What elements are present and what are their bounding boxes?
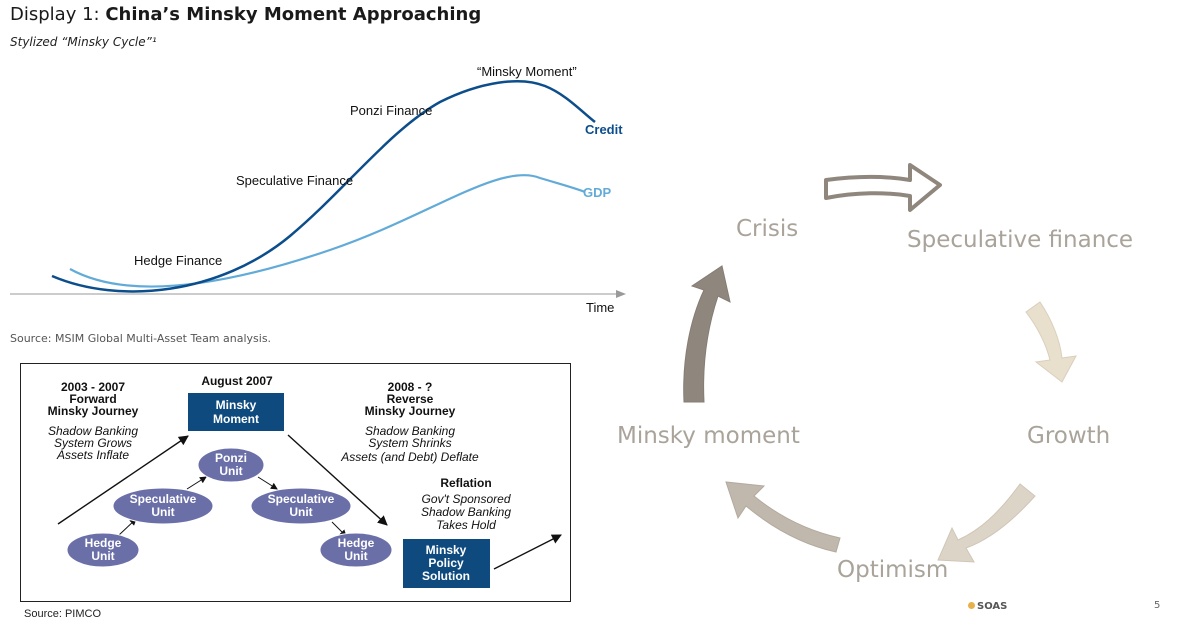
hedge-unit-left: Hedge Unit — [66, 532, 140, 568]
reverse-journey-notes: Shadow Banking System Shrinks Assets (an… — [340, 424, 479, 464]
cycle-label-optimism: Optimism — [837, 557, 949, 583]
annotation-minsky-moment: “Minsky Moment” — [477, 64, 577, 79]
cycle-label-crisis: Crisis — [736, 216, 799, 242]
speculative-unit-left: Speculative Unit — [112, 487, 214, 525]
policy-solution-label-3: Solution — [422, 569, 470, 583]
soas-logo-icon — [968, 602, 975, 609]
series-label-credit: Credit — [585, 122, 623, 137]
policy-solution-label-2: Policy — [428, 556, 464, 570]
hedge-unit-right-label-2: Unit — [344, 549, 367, 563]
arrow-growth-to-optimism — [937, 483, 1036, 563]
source-msim: Source: MSIM Global Multi-Asset Team ana… — [10, 332, 272, 345]
hedge-unit-right-label-1: Hedge — [338, 536, 375, 550]
forward-journey-years: 2003 - 2007 — [61, 380, 125, 394]
policy-solution-box — [403, 539, 490, 588]
arrow-speculative-to-growth — [1025, 301, 1077, 383]
pimco-diagram-frame — [20, 363, 571, 602]
minsky-cycle-chart: Hedge Finance Speculative Finance Ponzi … — [10, 64, 626, 315]
cycle-label-speculative-finance: Speculative finance — [907, 227, 1134, 253]
hedge-unit-left-label-1: Hedge — [85, 536, 122, 550]
ponzi-to-speculative-arrow — [257, 476, 278, 490]
soas-logo: SOAS — [968, 601, 1007, 612]
hedge-unit-left-label-2: Unit — [91, 549, 114, 563]
reflation-arrow — [493, 534, 562, 570]
forward-journey-notes: Shadow Banking System Grows Assets Infla… — [48, 424, 138, 462]
minsky-moment-label-2: Moment — [213, 412, 259, 426]
reverse-journey-label: Reverse — [387, 392, 434, 406]
speculative-unit-left-label-1: Speculative — [130, 492, 197, 506]
ponzi-unit-label-2: Unit — [219, 464, 242, 478]
speculative-unit-right: Speculative Unit — [250, 487, 352, 525]
display-subtitle: Stylized “Minsky Cycle”¹ — [10, 35, 157, 49]
cycle-label-minsky-moment: Minsky moment — [617, 423, 800, 449]
cycle-label-growth: Growth — [1027, 423, 1111, 449]
display-title-text: China’s Minsky Moment Approaching — [105, 4, 482, 25]
reverse-journey-arrow — [287, 434, 388, 526]
reflation-note-2: Shadow Banking — [421, 505, 511, 519]
ponzi-unit: Ponzi Unit — [197, 447, 265, 483]
reflation-notes: Gov't Sponsored Shadow Banking Takes Hol… — [421, 492, 511, 532]
reverse-journey-years: 2008 - ? — [388, 380, 433, 394]
reverse-note-2: System Shrinks — [368, 436, 451, 450]
reverse-note-3: Assets (and Debt) Deflate — [340, 450, 479, 464]
forward-note-1: Shadow Banking — [48, 424, 138, 438]
source-pimco: Source: PIMCO — [24, 608, 102, 620]
forward-journey-label: Forward — [69, 392, 116, 406]
arrow-crisis-to-speculative — [824, 163, 942, 212]
reflation-title: Reflation — [440, 476, 491, 490]
ponzi-unit-label-1: Ponzi — [215, 451, 247, 465]
speculative-unit-right-label-2: Unit — [289, 505, 312, 519]
soas-logo-text: SOAS — [977, 601, 1008, 612]
forward-journey-arrow — [57, 435, 189, 525]
hedge-unit-right: Hedge Unit — [319, 532, 393, 568]
reflation-note-3: Takes Hold — [436, 518, 496, 532]
speculative-unit-left-label-2: Unit — [151, 505, 174, 519]
speculative-unit-right-label-1: Speculative — [268, 492, 335, 506]
gdp-line — [69, 174, 586, 288]
credit-line — [51, 80, 596, 293]
pimco-minsky-journey-diagram: 2003 - 2007 Forward Minsky Journey Shado… — [48, 374, 562, 588]
minsky-moment-box — [188, 393, 284, 431]
display-title: Display 1: China’s Minsky Moment Approac… — [10, 4, 481, 25]
forward-journey-sub: Minsky Journey — [48, 404, 139, 418]
minsky-moment-label-1: Minsky — [216, 398, 257, 412]
forward-note-2: System Grows — [54, 436, 132, 450]
annotation-ponzi-finance: Ponzi Finance — [350, 103, 432, 118]
series-label-gdp: GDP — [583, 185, 612, 200]
arrow-minsky-to-crisis — [683, 265, 731, 403]
arrow-optimism-to-minsky — [725, 481, 841, 553]
reverse-journey-sub: Minsky Journey — [365, 404, 456, 418]
display-prefix: Display 1: — [10, 4, 106, 25]
x-axis-arrow — [616, 290, 626, 298]
reverse-note-1: Shadow Banking — [365, 424, 455, 438]
annotation-speculative-finance: Speculative Finance — [236, 173, 353, 188]
annotation-hedge-finance: Hedge Finance — [134, 253, 222, 268]
hedge-to-speculative-arrow — [118, 518, 137, 536]
page-number: 5 — [1154, 600, 1161, 611]
forward-journey-title: 2003 - 2007 Forward Minsky Journey — [48, 380, 139, 418]
x-axis-label: Time — [586, 300, 614, 315]
forward-note-3: Assets Inflate — [56, 448, 129, 462]
reflation-note-1: Gov't Sponsored — [421, 492, 510, 506]
minsky-moment-date: August 2007 — [201, 374, 273, 388]
policy-solution-label-1: Minsky — [426, 543, 467, 557]
speculative-to-ponzi-arrow — [186, 476, 207, 490]
reverse-journey-title: 2008 - ? Reverse Minsky Journey — [365, 380, 456, 418]
minsky-cycle-diagram — [683, 163, 1077, 563]
